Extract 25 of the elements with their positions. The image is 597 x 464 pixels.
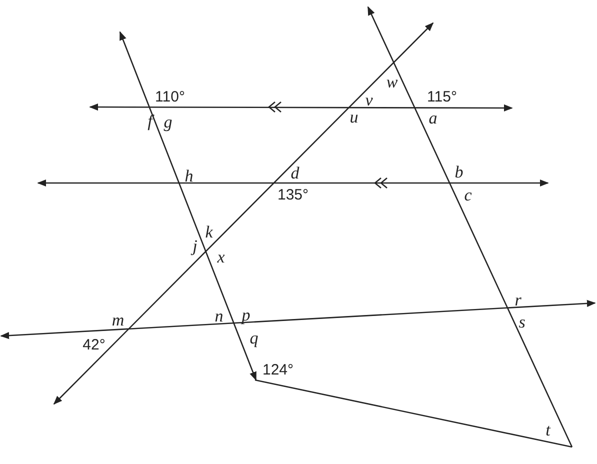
angle-label: f xyxy=(148,112,152,130)
angle-measure: 135° xyxy=(277,188,309,202)
angle-label: h xyxy=(184,168,194,184)
angle-label: c xyxy=(464,186,472,204)
angle-label: v xyxy=(365,92,373,108)
angle-label: g xyxy=(164,114,172,130)
angle-label: r xyxy=(514,292,522,308)
angle-label: k xyxy=(205,224,213,240)
angle-label: n xyxy=(214,308,224,324)
angle-label: m xyxy=(112,312,124,328)
angle-label: t xyxy=(546,422,550,438)
angle-measure: 42° xyxy=(82,338,106,352)
angle-label: u xyxy=(350,108,358,126)
angle-label: w xyxy=(386,74,398,90)
angle-measure: 124° xyxy=(262,362,294,378)
angle-measure: 110° xyxy=(155,90,185,104)
angle-label: s xyxy=(518,314,526,330)
angle-label: d xyxy=(290,164,300,182)
angle-label: p xyxy=(242,306,250,324)
angle-label: q xyxy=(250,330,258,346)
angle-label: b xyxy=(454,164,464,180)
angle-label: a xyxy=(428,110,438,126)
angle-label: j xyxy=(192,238,198,254)
angle-measure: 115° xyxy=(427,90,457,104)
angle-label: x xyxy=(217,248,225,266)
